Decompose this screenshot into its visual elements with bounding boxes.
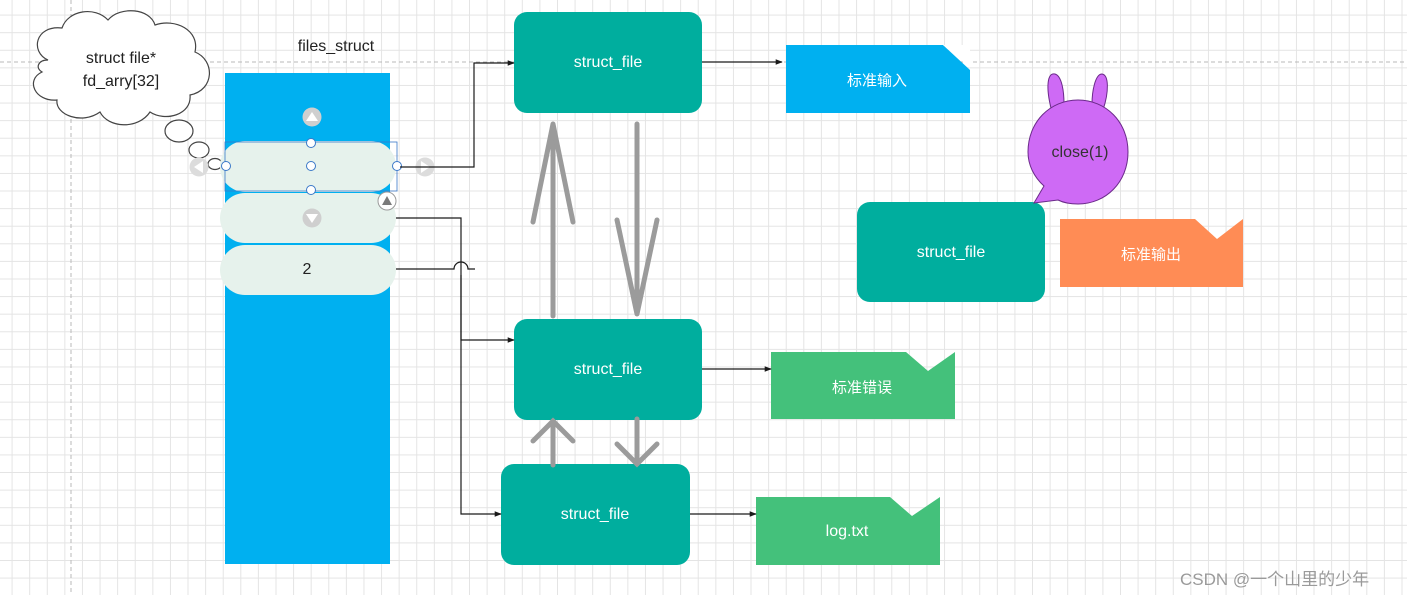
tag-stderr[interactable] [771, 352, 955, 419]
arrow-fd0-to-top[interactable] [400, 60, 515, 168]
tag-stdin[interactable] [786, 45, 970, 113]
tag-log[interactable] [756, 497, 940, 565]
gray-arrow-down-large[interactable] [614, 121, 660, 317]
rotate-handle-icon[interactable] [377, 191, 397, 211]
thought-cloud[interactable] [32, 10, 223, 171]
selection-handles[interactable] [221, 138, 402, 195]
move-down-handle-icon[interactable] [302, 208, 322, 228]
struct-file-node-top[interactable] [514, 12, 702, 113]
gray-arrow-up-small[interactable] [530, 417, 576, 468]
watermark: CSDN @一个山里的少年 [1180, 570, 1370, 589]
arrow-fd1-to-middle[interactable] [396, 217, 515, 343]
fd-slot-2[interactable] [220, 245, 396, 295]
move-up-handle-icon[interactable] [302, 107, 322, 127]
gray-arrow-up-large[interactable] [530, 121, 576, 319]
gray-arrow-down-small[interactable] [614, 416, 660, 468]
struct-file-node-bottom[interactable] [501, 464, 690, 565]
move-left-handle-icon[interactable] [189, 157, 209, 177]
arrow-fd2-to-bottom[interactable] [396, 261, 501, 514]
close-bubble[interactable] [1027, 73, 1129, 205]
struct-file-node-middle[interactable] [514, 319, 702, 420]
tag-stdout[interactable] [1060, 219, 1243, 287]
struct-file-node-right[interactable] [857, 202, 1045, 302]
